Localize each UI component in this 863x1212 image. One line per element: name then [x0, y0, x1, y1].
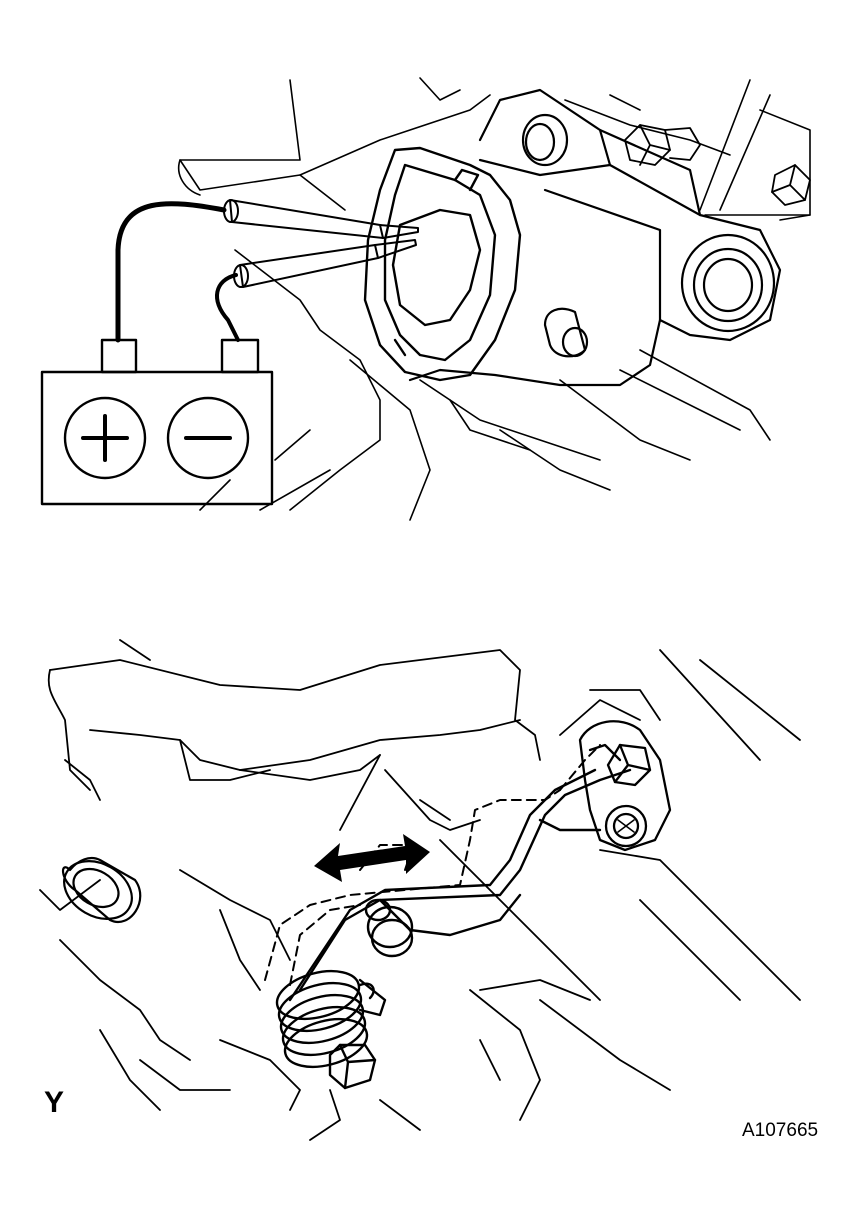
left-pin — [54, 849, 142, 930]
transmission-case-lines — [40, 640, 800, 1140]
engine-casing-lines — [179, 78, 810, 520]
solenoid-connector — [365, 148, 520, 380]
lever-roller — [366, 900, 412, 956]
negative-terminal-icon — [168, 398, 248, 478]
detent-spring — [272, 963, 385, 1088]
figure-id: A107665 — [742, 1120, 819, 1141]
battery-icon — [42, 340, 272, 504]
lead-wires — [118, 204, 238, 340]
positive-terminal-icon — [65, 398, 145, 478]
battery-terminal-positive-post — [102, 340, 136, 372]
solenoid-housing — [410, 90, 780, 385]
view-label: Y — [44, 1086, 65, 1119]
battery-terminal-negative-post — [222, 340, 258, 372]
linkage-bracket — [580, 721, 670, 850]
bottom-illustration-linkage — [40, 640, 800, 1140]
hex-bolts — [625, 125, 810, 205]
battery-body — [42, 372, 272, 504]
shift-lever — [290, 770, 630, 1000]
tester-probes — [224, 200, 418, 287]
top-illustration-solenoid-test — [42, 78, 810, 520]
double-arrow-icon — [314, 834, 430, 882]
